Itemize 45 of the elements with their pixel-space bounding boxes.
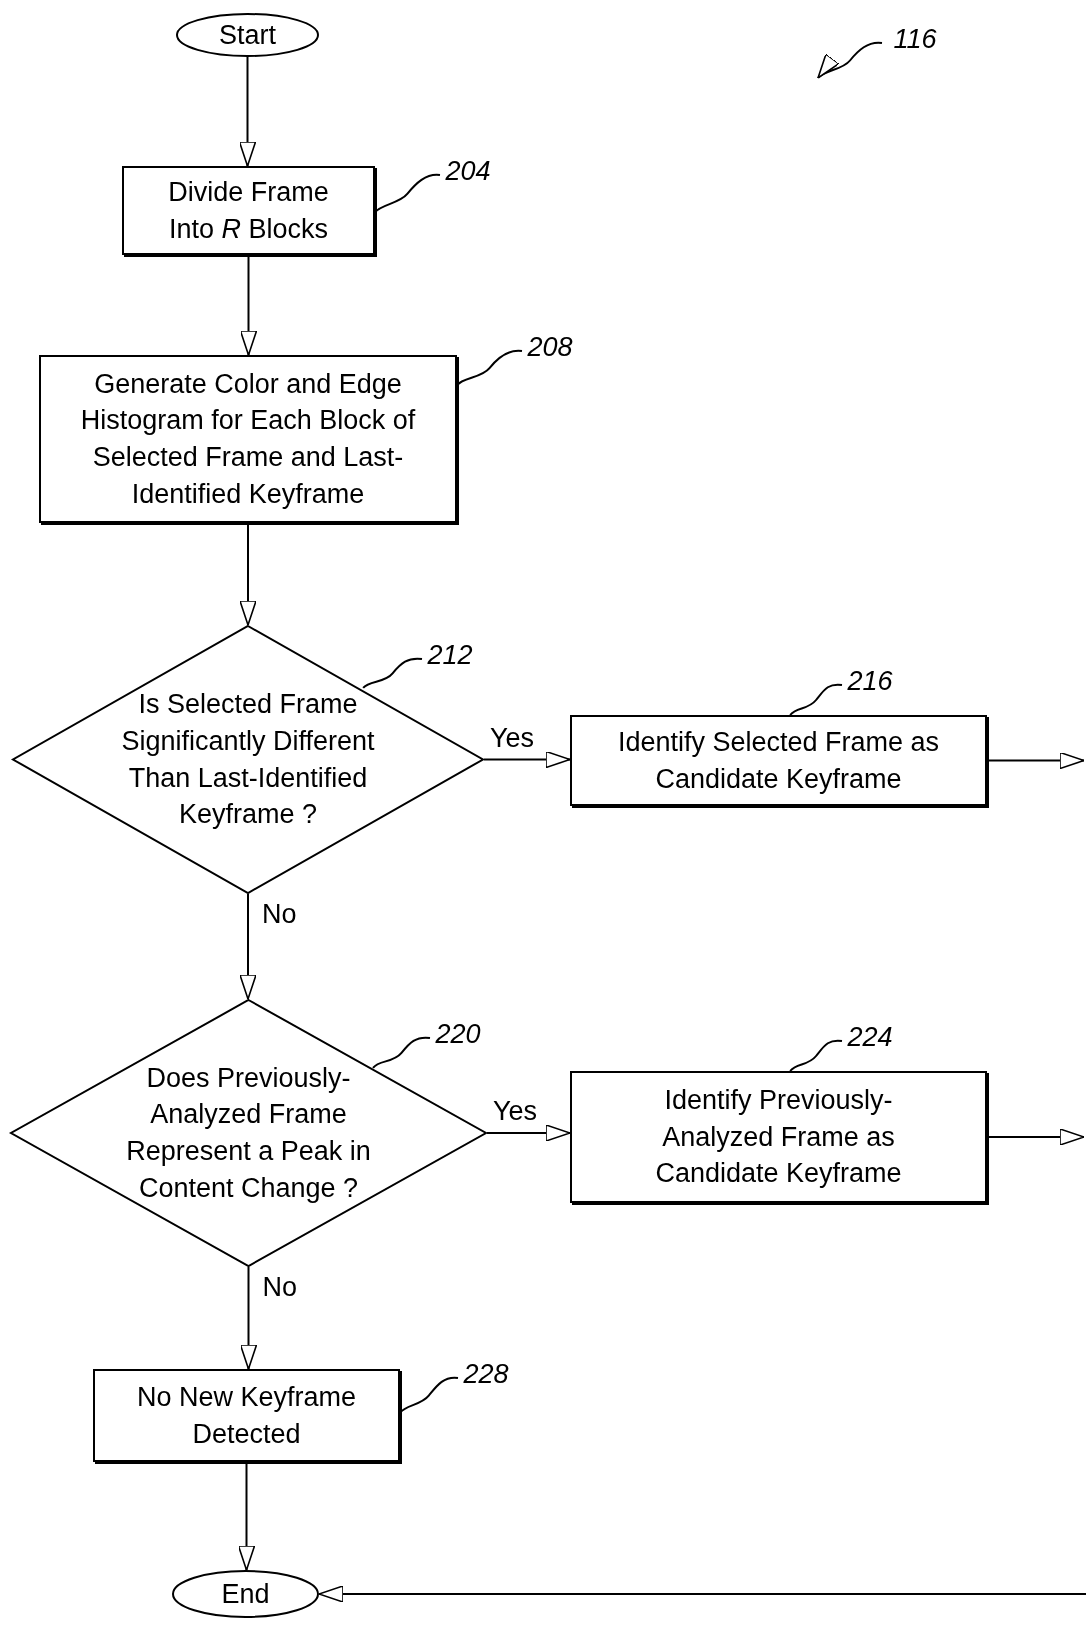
step-text: Start [218,18,277,52]
leader-line [399,1376,459,1414]
reference-numeral: 212 [427,638,473,672]
process-box [39,355,457,523]
reference-numeral: 204 [445,154,491,188]
arrow [237,1461,256,1571]
decision-diamond [10,999,487,1267]
step-text: Identify Previously-Analyzed Frame as Candidate Keyframe [654,1083,903,1191]
arrow [239,893,257,1000]
arrow [986,1128,1085,1146]
reference-numeral: 220 [435,1017,481,1051]
arrow [239,1266,258,1370]
reference-numeral: 116 [893,22,937,56]
arrow [486,1124,571,1142]
leader-line [789,683,843,716]
step-text: Identify Selected Frame as Candidate Keyframe [616,725,941,796]
reference-numeral: 208 [527,330,573,364]
arrow [318,1585,1086,1603]
terminal-ellipse [172,1570,319,1618]
step-text: End [220,1577,271,1611]
reference-numeral: 216 [847,664,893,698]
arrow [239,254,258,356]
leader-line [789,1039,843,1072]
arrow [238,56,257,167]
step-text: No New Keyframe Detected [135,1380,358,1451]
process-box [570,1071,987,1203]
arrow [483,750,571,769]
leader-line [362,657,423,689]
leader-line [374,173,441,214]
step-text: Is Selected Frame Significantly Different Than Last-Identified Keyframe ? [120,688,376,832]
reference-numeral: 224 [847,1020,893,1054]
process-box [122,166,375,255]
terminal-ellipse [176,13,319,57]
process-box [93,1369,400,1462]
arrow [986,751,1085,770]
step-text: Divide Frame Into R Blocks [167,175,330,246]
reference-numeral: 228 [463,1357,509,1391]
reference-arrow [817,41,883,79]
arrow [239,522,257,626]
leader-line [456,349,523,387]
step-text: Generate Color and Edge Histogram for Each Block of Selected Frame and Last-Identified Keyframe [79,367,417,511]
step-text: Does Previously-Analyzed Frame Represent a Peak in Content Change ? [125,1061,372,1205]
leader-line [372,1036,431,1069]
process-box [570,715,987,806]
decision-diamond [12,625,484,894]
